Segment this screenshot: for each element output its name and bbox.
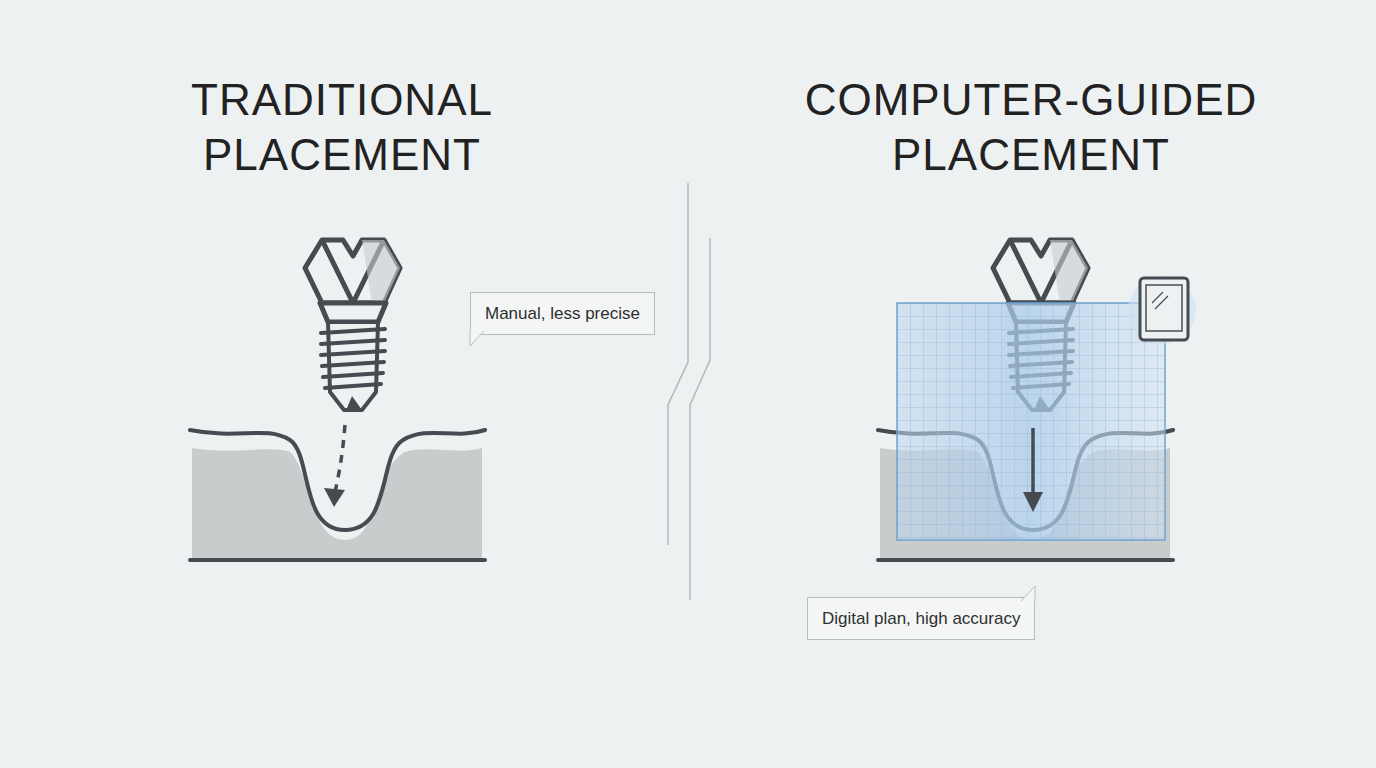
callout-box: Digital plan, high accuracy [807, 597, 1035, 640]
callout-tail [470, 330, 490, 350]
callout-tail-shape [1021, 586, 1035, 601]
callout-text: Digital plan, high accuracy [822, 607, 1020, 630]
callout-tail-shape [470, 330, 484, 346]
callout-tail [1015, 582, 1035, 602]
section-heading: TRADITIONAL PLACEMENT [132, 72, 552, 182]
section-heading: COMPUTER-GUIDED PLACEMENT [771, 72, 1291, 182]
callout-box: Manual, less precise [470, 292, 655, 335]
callout-text: Manual, less precise [485, 302, 640, 325]
